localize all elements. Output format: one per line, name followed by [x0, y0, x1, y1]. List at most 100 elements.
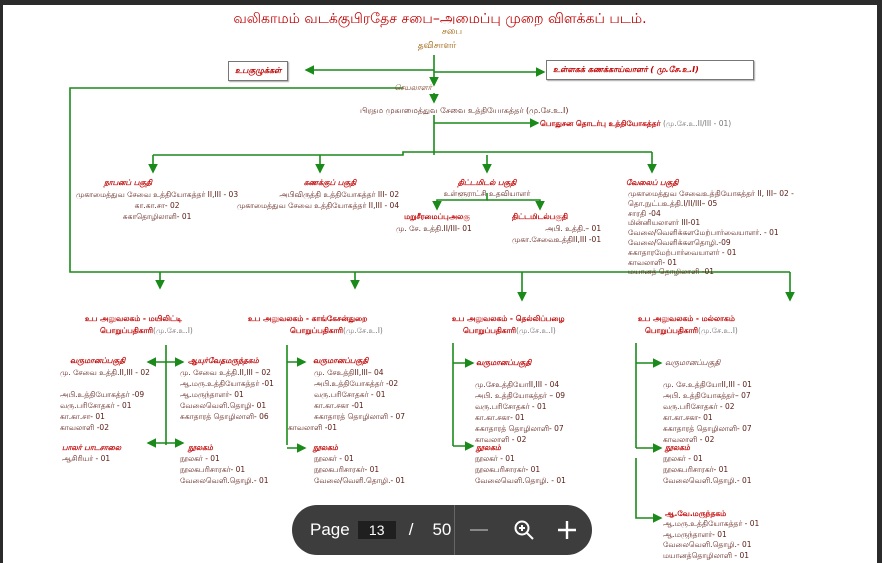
chart-title: வலிகாமம் வடக்குபிரதேச சபை–அமைப்பு முறை வ… — [233, 11, 647, 27]
staff-line: கா.கா.சா- 02 — [134, 201, 180, 210]
section-staff-list: அபிவிருத்தி உத்தியோகத்தர் III- 02 முகாமைத… — [237, 189, 399, 211]
staff-line: காவலாளி - 02 — [663, 435, 715, 444]
library-heading: நூலகம் — [476, 443, 501, 452]
staff-line — [60, 378, 150, 389]
ayurveda-heading: ஆ.வே.மருந்தகம் — [665, 509, 727, 518]
public-relations-officer: பொதுசன தொடர்பு உத்தியோகத்தர் (மு.சே.உ.II… — [540, 118, 731, 129]
staff-line: மு. சே.உத்தியோII,III - 01 — [663, 380, 752, 389]
officer-label: பொறுப்பதிகாரி — [463, 326, 517, 335]
staff-line: மயானத்தொழிலாளி - 01 — [663, 550, 750, 560]
staff-line: மின்னியலாளர் III-01 — [628, 218, 701, 228]
revenue-heading: வருமானப்பகுதி — [70, 356, 126, 365]
page-separator: / — [408, 520, 414, 539]
revenue-heading: வருமானப்பகுதி — [476, 358, 532, 367]
section-heading: திட்டமிடல் பகுதி — [457, 178, 517, 187]
sub-office-title: உப அலுவலகம் - மல்லாகம் — [638, 314, 735, 323]
officer-grade: (மு.சே.உ.I) — [153, 326, 193, 335]
staff-line: மு. சேவை உத்தி.II,III - 02 — [60, 368, 150, 377]
staff-line: அபிவிருத்தி உத்தியோகத்தர் III- 02 — [279, 190, 400, 199]
library-heading: நூலகம் — [665, 443, 690, 452]
unit-staff-list: மு. சே. உத்தி.II/III- 01 — [396, 223, 472, 234]
org-chart-lines — [69, 55, 795, 523]
staff-line: சுகாதாரத் தொழிலாளி - 07 — [314, 412, 406, 421]
staff-line: ஆ.மரு.உத்தியோகத்தர் - 01 — [663, 519, 760, 528]
staff-line: முகாமைத்துவ சேவை உத்தியோகத்தர் II,III - … — [76, 190, 239, 199]
staff-line: காவலாளி - 02 — [475, 435, 527, 444]
page-number-input[interactable]: 13 — [357, 521, 396, 539]
staff-line: முகாமைத்துவ சேவைஉத்தியோகத்தர் II, III– 0… — [628, 189, 794, 198]
staff-line: வேலைவெளி.தொழி. - 01 — [475, 476, 566, 485]
zoom-out-button[interactable] — [470, 529, 488, 531]
guard-line: காவலாளி -01 — [288, 423, 337, 432]
staff-line: சாரதி -04 — [628, 208, 661, 218]
internal-auditor-box: உள்ளகக் கணக்காய்வாளர் ( மு.சே.உ.I) — [546, 60, 754, 80]
staff-line: கா.கா.சா- 01 — [60, 412, 105, 421]
staff-line: வரு.பரிசோதகர் - 01 — [475, 402, 547, 411]
section-staff-list: முகாமைத்துவ சேவை உத்தியோகத்தர் II,III - … — [76, 189, 238, 222]
staff-line: நூலகர் - 01 — [180, 454, 220, 463]
staff-line: நூலகர் - 01 — [314, 454, 354, 463]
staff-line: சுகாதாரமேற்பார்வையாளர் - 01 — [628, 247, 737, 257]
library-heading: நூலகம் — [313, 443, 338, 452]
officer-label: பொறுப்பதிகாரி — [290, 326, 344, 335]
staff-list: மு. சேவை உத்தி.II,III - 02 அபி.உத்தியோகத… — [60, 367, 150, 433]
toolbar-divider — [454, 505, 455, 555]
staff-line: காவலாளி -02 — [60, 423, 109, 432]
section-heading: வேலைப் பகுதி — [626, 178, 679, 187]
staff-line: நூலகபரிசாரகர்- 01 — [475, 465, 541, 474]
staff-line: ஆ.மருந்தாளர்- 01 — [180, 390, 244, 399]
staff-line: மயானத் தொழிலாளி -01 — [628, 267, 715, 277]
zoom-in-icon[interactable] — [557, 520, 577, 540]
council-label: சபை — [441, 27, 463, 37]
secretary-label: செயலாளர் — [394, 83, 432, 92]
staff-line: நூலகபரிசாரகர்- 01 — [663, 465, 729, 474]
section-heading: நாபனப் பகுதி — [103, 178, 153, 187]
staff-list: ஆசிரியர் - 01 — [62, 453, 110, 464]
page-label: Page — [310, 520, 350, 539]
sub-office-title: உப அலுவலகம் - தெல்லிப்பழை — [452, 314, 565, 323]
staff-line: வேலைவெளி.தொழி.- 01 — [663, 476, 752, 485]
staff-line: சுகாதாரத் தொழிலாளி- 07 — [475, 424, 564, 433]
subcommittees-box: உபகுழுக்கள் — [228, 61, 289, 81]
unit-heading: மறுசீரமைப்புஅலகு — [404, 212, 470, 221]
pdf-page: வலிகாமம் வடக்குபிரதேச சபை–அமைப்பு முறை வ… — [3, 5, 877, 563]
staff-line: வேலை/வெளிக்களமேற்பார்வையாளர். - 01 — [628, 228, 779, 238]
officer-label: பொறுப்பதிகாரி — [100, 326, 154, 335]
public-relations-title: பொதுசன தொடர்பு உத்தியோகத்தர் — [540, 119, 661, 128]
staff-line: அபி. உத்தியோகத்தர்– 07 — [663, 391, 751, 400]
staff-line: வரு.பரிசோதகர் - 01 — [314, 390, 386, 399]
chairman-label: தவிசாளர் — [417, 41, 457, 51]
staff-line: சுகாதொழிலாளி- 01 — [122, 212, 192, 221]
staff-line: அபி.உத்தியோகத்தர் -02 — [314, 379, 399, 388]
staff-line: கா.கா.சகா- 01 — [663, 413, 713, 422]
section-staff-list: முகாமைத்துவ சேவைஉத்தியோகத்தர் II, III– 0… — [628, 189, 794, 277]
staff-line: நூலகர் - 01 — [475, 454, 515, 463]
staff-line: ஆ.மருந்தாளர்- 01 — [663, 529, 727, 539]
staff-line: சுகாதாரத் தொழிலாளி- 06 — [180, 412, 269, 421]
library-heading: நூலகம் — [188, 443, 213, 452]
zoom-fit-icon[interactable] — [513, 519, 535, 541]
staff-line: ஆ.மரு.உத்தியோகத்தர் -01 — [180, 379, 274, 388]
officer-grade: (மு.சே.உ.I) — [516, 326, 556, 335]
public-relations-grade: (மு.சே.உ.II/III - 01) — [662, 119, 732, 128]
section-heading: கணக்குப் பகுதி — [303, 178, 357, 187]
staff-line: அபி.உத்தியோகத்தர் -09 — [60, 390, 145, 399]
staff-line: கா.கா.சகா -01 — [314, 401, 364, 410]
staff-line: முகா.சேவைஉத்திII,III -01 — [512, 235, 602, 244]
staff-line: சுகாதாரத் தொழிலாளி- 07 — [663, 424, 752, 433]
preschool-heading: பாலர் பாடசாலை — [62, 443, 122, 452]
revenue-heading: வருமானப்பகுதி — [665, 358, 721, 367]
revenue-heading: வருமானப்பகுதி — [313, 356, 369, 365]
ayurveda-heading: ஆயுர்வேதமருந்தகம் — [188, 356, 259, 365]
staff-line: வேலைவெளி.தொழி- 01 — [180, 401, 267, 410]
staff-line: முகாமைத்துவ சேவை உத்தியோகத்தர் II,III - … — [237, 201, 400, 210]
staff-line: நூலகபரிசாரகர்- 01 — [180, 465, 246, 474]
staff-line: கா.கா.சகா- 01 — [475, 413, 525, 422]
staff-line: தொ.நுட்பஉத்தி.I/II/III– 05 — [628, 198, 718, 208]
staff-list: மு. சே.உத்தியோII,III - 01 அபி. உத்தியோகத்… — [663, 379, 752, 445]
